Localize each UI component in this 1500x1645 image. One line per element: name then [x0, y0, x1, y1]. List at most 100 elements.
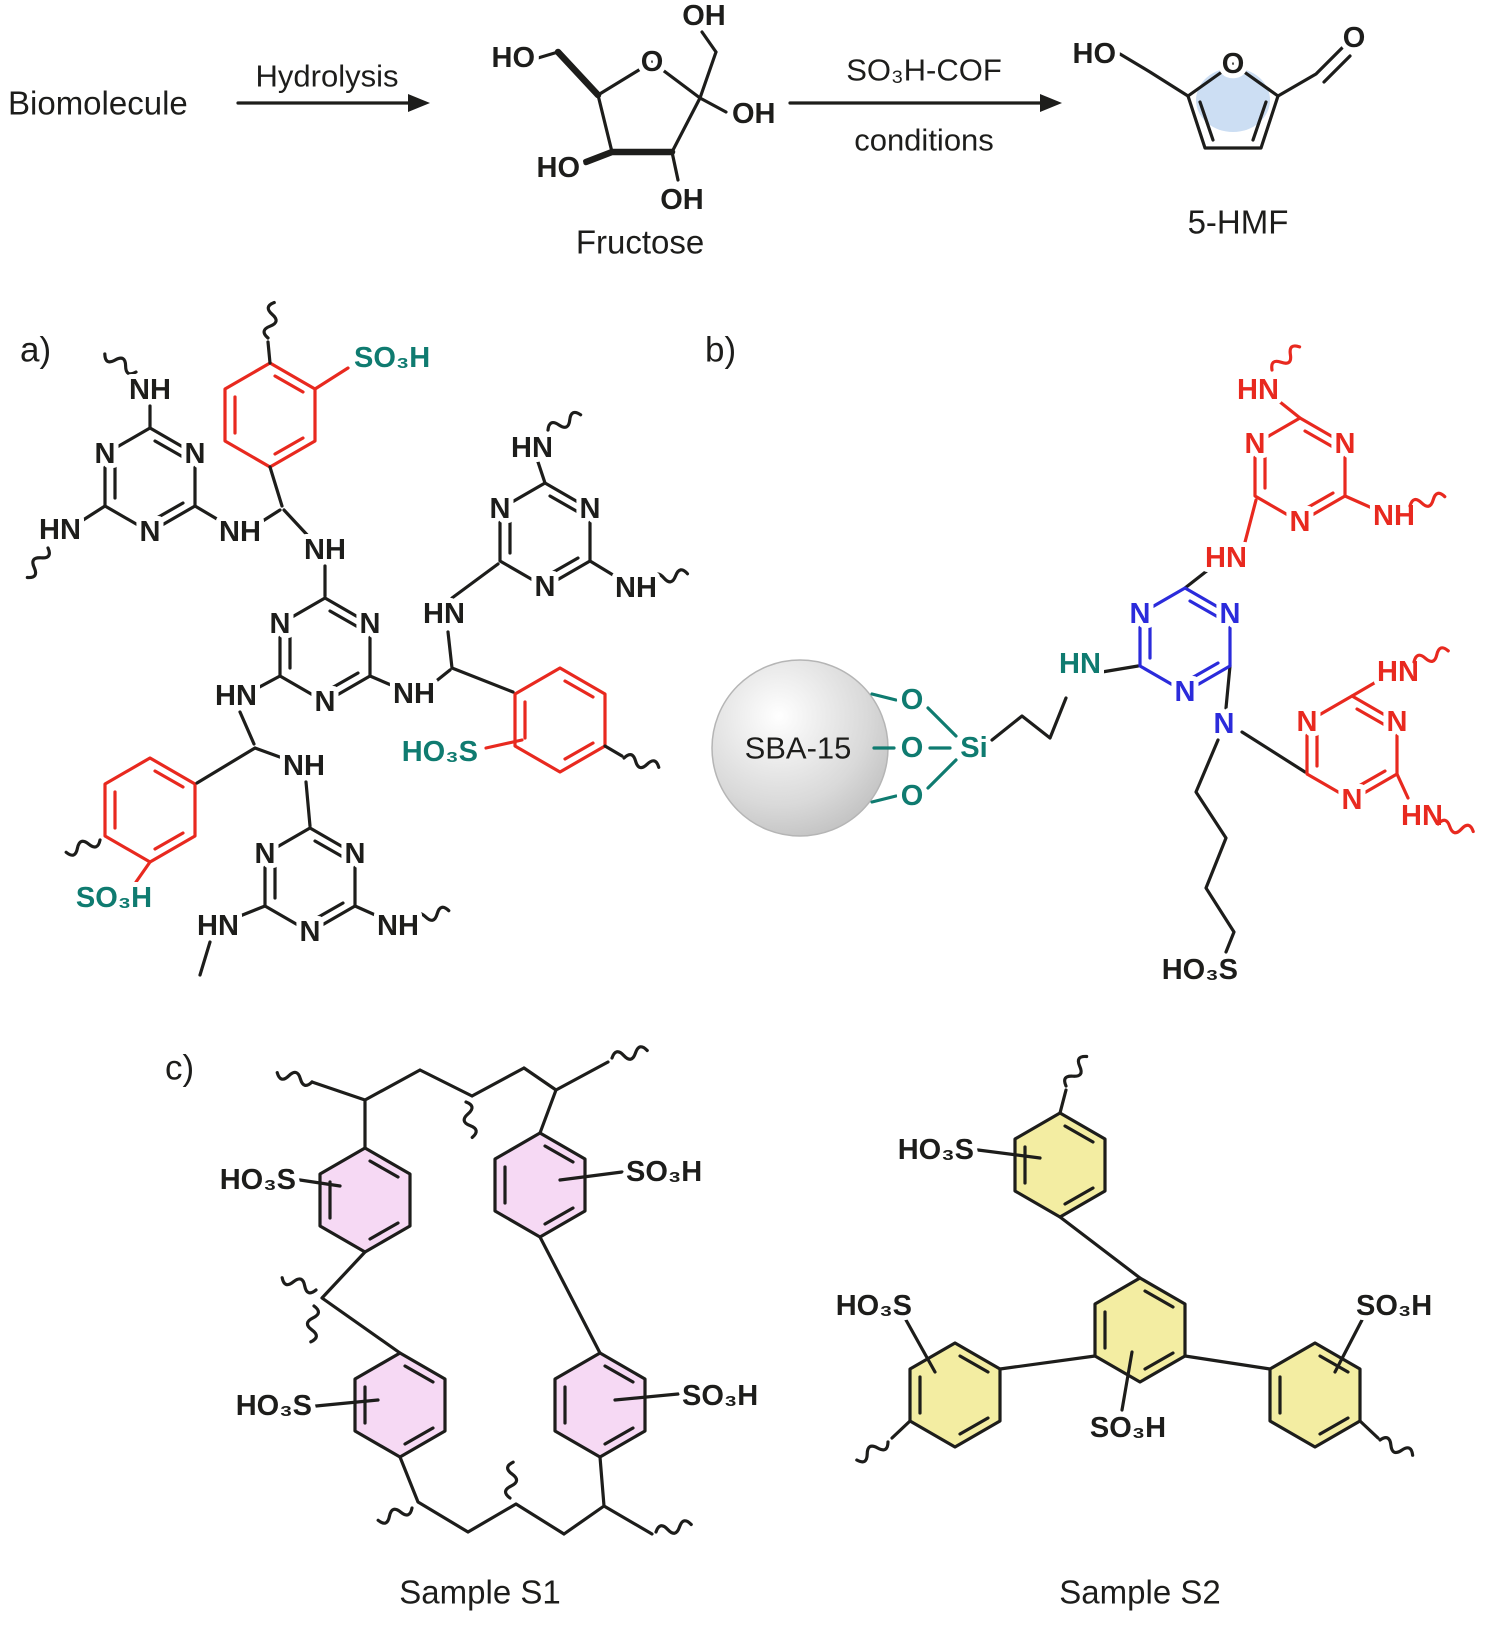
conditions-label: conditions — [854, 123, 994, 158]
ho-label: HO — [537, 152, 581, 184]
red-linker-bonds — [1242, 400, 1410, 800]
sulfophenyl-ring-yellow — [1013, 1111, 1107, 1219]
ho3s-group: HO₃S — [1162, 954, 1238, 986]
panel-b-label: b) — [705, 331, 736, 370]
so3h-group: SO₃H — [626, 1156, 702, 1188]
sulfophenyl-ring — [103, 756, 197, 864]
sample-s2-label: Sample S2 — [1059, 1574, 1220, 1611]
nh-linker: NH — [377, 910, 419, 942]
oxygen-atom: O — [901, 732, 924, 764]
wavy-bond — [1376, 1433, 1417, 1462]
furan-highlight — [1196, 68, 1270, 132]
sulfophenyl-ring — [513, 666, 607, 774]
central-ring-yellow — [1093, 1276, 1187, 1384]
ho3s-group: HO₃S — [402, 736, 478, 768]
panel-a: a) NH HN NH NH HN NH NH HN HN NH HN NH S… — [20, 300, 690, 977]
so3h-group: SO₃H — [1356, 1290, 1432, 1322]
silicon-atom: Si — [960, 732, 987, 764]
reaction-scheme: Biomolecule Hydrolysis O HO OH OH HO OH … — [8, 0, 1370, 261]
sba15-label: SBA-15 — [745, 731, 852, 766]
triazine-ring-blue — [1130, 588, 1241, 708]
sulfophenyl-ring-yellow — [908, 1341, 1002, 1449]
nh-linker: NH — [1373, 500, 1415, 532]
panel-b: b) SBA-15 O O O Si HN N HN HN NH HN HN H… — [705, 331, 1476, 991]
wavy-bond — [1060, 1052, 1093, 1091]
branching-nitrogen: N — [1214, 708, 1235, 740]
hn-linker: HN — [1205, 542, 1247, 574]
wavy-bond — [1267, 341, 1305, 376]
sulfophenyl-ring-yellow — [1268, 1341, 1362, 1449]
wavy-bond — [852, 1436, 893, 1466]
ho3s-group: HO₃S — [236, 1390, 312, 1422]
wavy-bond — [261, 300, 281, 341]
ho3s-group: HO₃S — [220, 1164, 296, 1196]
triazine-ring — [490, 483, 601, 603]
wavy-bond — [278, 1271, 320, 1297]
so3h-group: SO₃H — [1090, 1412, 1166, 1444]
nh-linker: NH — [283, 750, 325, 782]
sulfophenyl-ring-pink — [318, 1146, 412, 1254]
wavy-bond — [653, 1518, 694, 1539]
so3h-group: SO₃H — [682, 1380, 758, 1412]
hn-linker: HN — [39, 514, 81, 546]
hydrolysis-label: Hydrolysis — [256, 59, 399, 94]
sulfophenyl-ring — [223, 361, 317, 469]
oh-label: OH — [682, 0, 726, 32]
hn-linker: HN — [215, 680, 257, 712]
nh-linker: NH — [615, 572, 657, 604]
hn-linker: HN — [511, 432, 553, 464]
wavy-bond — [21, 543, 54, 582]
network-bonds — [78, 340, 624, 977]
nh-linker: NH — [219, 516, 261, 548]
nh-linker: NH — [393, 678, 435, 710]
oxygen-atom: O — [901, 684, 924, 716]
polymer-backbone-bonds — [298, 1060, 680, 1536]
ho3s-group: HO₃S — [898, 1134, 974, 1166]
ring-oxygen: O — [1222, 48, 1245, 80]
triazine-ring — [255, 828, 366, 948]
so3h-attachment-bonds — [134, 366, 524, 884]
wavy-bond — [544, 408, 585, 437]
nh-linker: NH — [304, 534, 346, 566]
sulfophenyl-ring-pink — [353, 1351, 447, 1459]
sulfophenyl-ring-pink — [553, 1351, 647, 1459]
fructose-structure: O HO OH OH HO OH — [487, 0, 781, 221]
sample-s1-structure: HO₃S SO₃H HO₃S SO₃H — [215, 1044, 763, 1539]
wavy-bond — [459, 1099, 479, 1140]
so3h-group: SO₃H — [76, 882, 152, 914]
wavy-bond — [609, 1044, 650, 1065]
panel-c-label: c) — [165, 1049, 194, 1088]
hn-linker: HN — [1401, 800, 1443, 832]
s2-bonds — [890, 1088, 1380, 1440]
sulfophenyl-ring-pink — [493, 1131, 587, 1239]
wavy-bond — [621, 751, 662, 774]
triazine-ring — [95, 428, 206, 548]
hn-linker: HN — [1237, 374, 1279, 406]
nh-linker: NH — [129, 374, 171, 406]
triazine-ring — [270, 598, 381, 718]
hn-linker: HN — [197, 910, 239, 942]
hn-linker: HN — [1377, 656, 1419, 688]
hmf-structure: O HO O — [1068, 17, 1370, 150]
hn-linker: HN — [423, 598, 465, 630]
aldehyde-oxygen: O — [1343, 22, 1366, 54]
reactant-label: Biomolecule — [8, 85, 188, 122]
ho3s-group: HO₃S — [836, 1290, 912, 1322]
triazine-ring-red — [1245, 418, 1356, 538]
linker-bonds — [990, 568, 1307, 954]
fructose-label: Fructose — [576, 224, 704, 261]
oh-label: OH — [732, 98, 776, 130]
oxygen-atom: O — [901, 780, 924, 812]
hydrolysis-arrow — [236, 94, 430, 112]
ho-label: HO — [1073, 38, 1117, 70]
wavy-bond — [503, 1460, 520, 1501]
so3h-group: SO₃H — [354, 342, 430, 374]
wavy-bond — [304, 1303, 321, 1344]
ring-oxygen: O — [641, 46, 664, 78]
hmf-label: 5-HMF — [1188, 204, 1289, 241]
hn-linker: HN — [1059, 648, 1101, 680]
reagent-label: SO₃H-COF — [846, 53, 1002, 88]
wavy-bond — [274, 1066, 315, 1089]
